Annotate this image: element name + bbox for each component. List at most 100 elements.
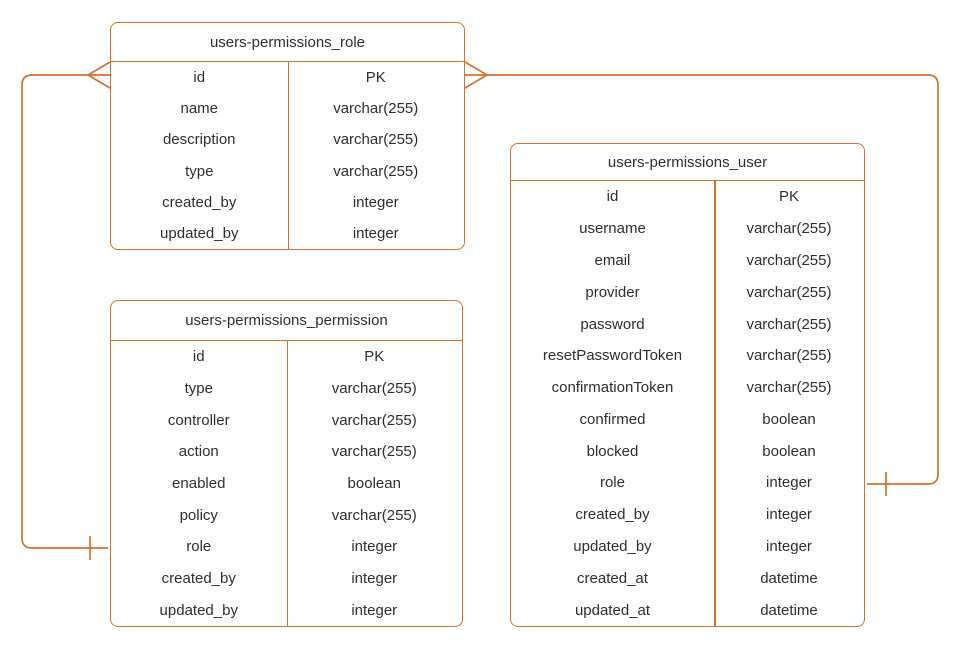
column-divider [287, 62, 290, 249]
field-row[interactable]: role integer [511, 467, 864, 499]
field-row[interactable]: confirmationToken varchar(255) [511, 372, 864, 404]
field-row[interactable]: created_by integer [111, 563, 462, 595]
field-name-cell: password [580, 315, 645, 333]
field-type-cell: varchar(255) [746, 220, 832, 238]
field-type-cell: boolean [762, 410, 816, 428]
field-name-cell: email [594, 251, 631, 269]
field-row[interactable]: updated_by integer [111, 594, 462, 626]
field-name-cell: confirmed [579, 410, 646, 428]
field-name-cell: blocked [586, 442, 639, 460]
field-row[interactable]: policy varchar(255) [111, 499, 462, 531]
field-type-cell: varchar(255) [331, 411, 417, 429]
connector-line[interactable] [21, 74, 108, 549]
field-row[interactable]: id PK [111, 62, 464, 93]
field-row[interactable]: type varchar(255) [111, 156, 464, 187]
field-row[interactable]: updated_at datetime [511, 594, 864, 626]
field-name-cell: updated_by [159, 601, 238, 619]
relationship-role-user[interactable] [464, 61, 939, 496]
field-type-cell: boolean [347, 475, 401, 493]
field-name-cell: description [162, 131, 236, 149]
field-name-cell: updated_by [160, 224, 239, 242]
field-row[interactable]: created_by integer [511, 499, 864, 531]
field-type-cell: PK [365, 69, 386, 87]
field-name-cell: created_by [162, 193, 237, 211]
field-row[interactable]: updated_by integer [111, 218, 464, 249]
field-name-cell: name [180, 100, 219, 118]
field-row[interactable]: username varchar(255) [511, 213, 864, 245]
field-name-cell: controller [167, 411, 230, 429]
field-name-cell: created_at [577, 569, 648, 587]
field-type-cell: varchar(255) [746, 251, 832, 269]
relationship-role-permission[interactable] [21, 61, 111, 560]
field-type-cell: integer [766, 537, 812, 555]
field-name-cell: enabled [172, 475, 226, 493]
field-row[interactable]: description varchar(255) [111, 124, 464, 155]
field-type-cell: varchar(255) [331, 443, 417, 461]
field-name-cell: action [178, 443, 219, 461]
table-title: users-permissions_permission [111, 301, 462, 341]
field-type-cell: integer [766, 474, 812, 492]
field-type-cell: integer [351, 601, 398, 619]
field-type-cell: integer [766, 506, 812, 524]
field-name-cell: provider [585, 283, 640, 301]
field-name-cell: type [185, 162, 214, 180]
field-name-cell: id [192, 348, 205, 366]
table-title: users-permissions_role [111, 23, 464, 62]
column-divider [286, 341, 289, 626]
field-type-cell: varchar(255) [746, 347, 832, 365]
field-name-cell: username [579, 220, 646, 238]
field-type-cell: varchar(255) [746, 379, 832, 397]
field-type-cell: varchar(255) [333, 162, 419, 180]
field-type-cell: varchar(255) [746, 315, 832, 333]
table-title: users-permissions_user [511, 144, 864, 181]
field-name-cell: role [186, 538, 212, 556]
field-name-cell: id [606, 188, 619, 206]
field-name-cell: updated_by [573, 537, 652, 555]
field-type-cell: PK [778, 188, 799, 206]
field-type-cell: PK [364, 348, 385, 366]
field-row[interactable]: action varchar(255) [111, 436, 462, 468]
field-type-cell: datetime [760, 601, 818, 619]
column-divider [713, 181, 716, 626]
field-name-cell: confirmationToken [551, 379, 674, 397]
crow-foot-many-icon [464, 61, 488, 89]
field-row[interactable]: password varchar(255) [511, 308, 864, 340]
field-type-cell: varchar(255) [333, 131, 419, 149]
field-name-cell: role [599, 474, 625, 492]
connector-line[interactable] [487, 74, 939, 485]
field-type-cell: varchar(255) [331, 506, 417, 524]
field-type-cell: integer [352, 224, 399, 242]
field-row[interactable]: role integer [111, 531, 462, 563]
entity-table-users-permissions-user[interactable]: users-permissions_user id PK username varch… [510, 143, 865, 627]
field-type-cell: integer [351, 538, 398, 556]
field-name-cell: id [193, 69, 206, 87]
field-name-cell: created_by [161, 570, 236, 588]
field-type-cell: boolean [762, 442, 816, 460]
field-row[interactable]: controller varchar(255) [111, 404, 462, 436]
crow-foot-many-icon [87, 61, 111, 89]
field-row[interactable]: id PK [511, 181, 864, 213]
field-row[interactable]: updated_by integer [511, 531, 864, 563]
field-name-cell: policy [179, 506, 218, 524]
field-row[interactable]: id PK [111, 341, 462, 373]
field-name-cell: created_by [575, 506, 650, 524]
field-row[interactable]: enabled boolean [111, 468, 462, 500]
field-row[interactable]: provider varchar(255) [511, 276, 864, 308]
field-row[interactable]: confirmed boolean [511, 403, 864, 435]
field-name-cell: updated_at [574, 601, 651, 619]
field-type-cell: integer [351, 570, 398, 588]
field-row[interactable]: blocked boolean [511, 435, 864, 467]
field-type-cell: varchar(255) [746, 283, 832, 301]
field-row[interactable]: email varchar(255) [511, 245, 864, 277]
